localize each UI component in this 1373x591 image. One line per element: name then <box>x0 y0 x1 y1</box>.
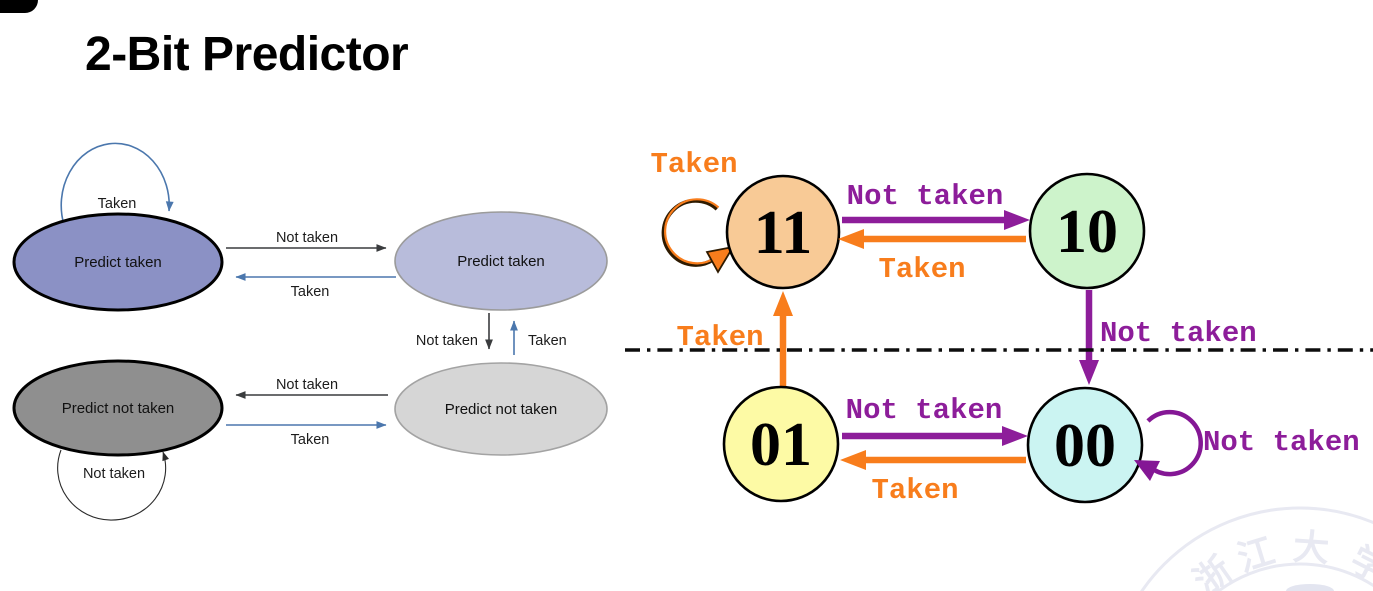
edge-label-00-to-01: Taken <box>871 474 958 507</box>
state-predict-not-taken-strong <box>12 359 224 457</box>
edge-label-01-to-00: Not taken <box>846 394 1003 427</box>
state-predict-not-taken-weak <box>394 362 608 456</box>
edge-label-10-to-00: Not taken <box>1100 317 1257 350</box>
state-label: Predict taken <box>74 254 162 271</box>
watermark-char: 大 <box>1292 527 1331 569</box>
edge-label-loop-00: Not taken <box>1203 426 1360 459</box>
edge-label-bottom-not-taken: Not taken <box>276 377 338 393</box>
edge-11-to-10-arrowhead <box>1004 210 1030 230</box>
state-11-label: 11 <box>754 199 813 267</box>
state-label: Predict taken <box>457 253 545 270</box>
edge-label-top-taken: Taken <box>291 284 330 300</box>
state-01-label: 01 <box>750 411 812 479</box>
edge-01-to-00-arrowhead <box>1002 426 1028 446</box>
edge-10-to-11-arrowhead <box>838 229 864 249</box>
loop-11-stroke <box>664 198 720 265</box>
state-10-label: 10 <box>1056 198 1118 266</box>
watermark-char: 学 <box>1344 538 1373 591</box>
watermark-char: 浙 <box>1187 549 1239 591</box>
edge-loop-00 <box>1134 409 1203 481</box>
edge-label-mid-taken: Taken <box>528 333 567 349</box>
state-label: Predict not taken <box>62 400 175 417</box>
edge-00-to-01-arrowhead <box>840 450 866 470</box>
state-10 <box>1028 172 1146 290</box>
loop-00-arrowhead <box>1134 460 1160 481</box>
state-predict-taken-strong <box>12 212 224 312</box>
edge-self-loop-taken <box>60 142 174 226</box>
edge-label-11-to-10: Not taken <box>847 180 1004 213</box>
edge-01-to-11-arrowhead <box>773 291 793 316</box>
loop-11-arrowhead <box>705 245 735 274</box>
edge-label-self-taken: Taken <box>98 196 137 212</box>
edge-label-self-not-taken: Not taken <box>83 466 145 482</box>
watermark-outer-ring <box>1140 506 1373 591</box>
state-00-label: 00 <box>1054 412 1116 480</box>
edge-label-01-to-11: Taken <box>676 321 763 354</box>
page-title: 2-Bit Predictor <box>85 28 409 81</box>
state-00 <box>1026 386 1144 504</box>
edge-label-loop-11: Taken <box>650 148 737 181</box>
loop-00-stroke <box>1146 409 1203 477</box>
corner-mark <box>0 0 38 13</box>
edge-label-bottom-taken: Taken <box>291 432 330 448</box>
edge-self-loop-not-taken <box>57 449 169 521</box>
watermark-char: 江 <box>1233 531 1279 580</box>
edge-10-to-00-arrowhead <box>1079 360 1099 385</box>
loop-11-outline <box>661 198 719 267</box>
state-01 <box>722 385 840 503</box>
edge-label-10-to-11: Taken <box>878 253 965 286</box>
state-11 <box>725 174 841 290</box>
edge-loop-11 <box>661 198 735 274</box>
university-seal-watermark: 浙 江 大 学 <box>1140 506 1373 591</box>
state-label: Predict not taken <box>445 401 558 418</box>
watermark-emblem-fragment <box>1286 584 1334 591</box>
watermark-inner-ring <box>1216 562 1373 591</box>
edge-label-top-not-taken: Not taken <box>276 230 338 246</box>
state-predict-taken-weak <box>394 211 608 311</box>
edge-label-mid-not-taken: Not taken <box>416 333 478 349</box>
